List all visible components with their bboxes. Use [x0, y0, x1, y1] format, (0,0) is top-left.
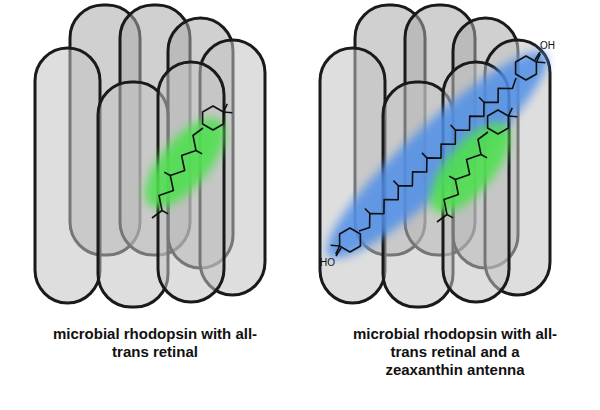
helix-cylinder — [35, 48, 100, 303]
glow-ellipse — [131, 105, 238, 220]
figure-caption: microbial rhodopsin with all-trans retin… — [350, 325, 560, 379]
methyl-group — [449, 176, 455, 179]
methyl-group — [481, 154, 487, 157]
polyene-chain — [437, 132, 488, 222]
figure-caption: microbial rhodopsin with all-trans retin… — [52, 325, 258, 361]
methyl-group — [331, 245, 340, 247]
hydroxyl-label: OH — [540, 40, 555, 51]
cyclohexene-ring — [203, 106, 224, 130]
methyl-group — [451, 125, 456, 130]
methyl-group — [223, 111, 232, 113]
methyl-group — [479, 97, 484, 102]
hydroxyl-bond — [336, 248, 341, 256]
methyl-group — [447, 214, 453, 217]
methyl-group — [536, 61, 545, 63]
cyclohexene-ring — [516, 56, 537, 80]
cyclohexene-ring — [340, 228, 361, 252]
methyl-group — [393, 181, 398, 186]
chromophore-glow — [131, 32, 565, 278]
molecule-structure — [152, 52, 545, 256]
methyl-group — [365, 208, 370, 213]
methyl-group — [508, 108, 512, 116]
polyene-chain — [359, 78, 516, 231]
methyl-group — [508, 115, 517, 117]
cyclohexene-ring — [488, 110, 509, 134]
polyene-chain — [152, 128, 203, 218]
methyl-group — [196, 150, 202, 153]
methyl-group — [164, 172, 170, 175]
methyl-group — [223, 104, 227, 112]
methyl-group — [422, 153, 427, 158]
helix-bundle — [35, 5, 550, 307]
hydroxyl-label: HO — [320, 257, 335, 268]
hydroxyl-bond — [535, 52, 540, 60]
methyl-group — [162, 210, 168, 213]
glow-ellipse — [308, 32, 565, 278]
